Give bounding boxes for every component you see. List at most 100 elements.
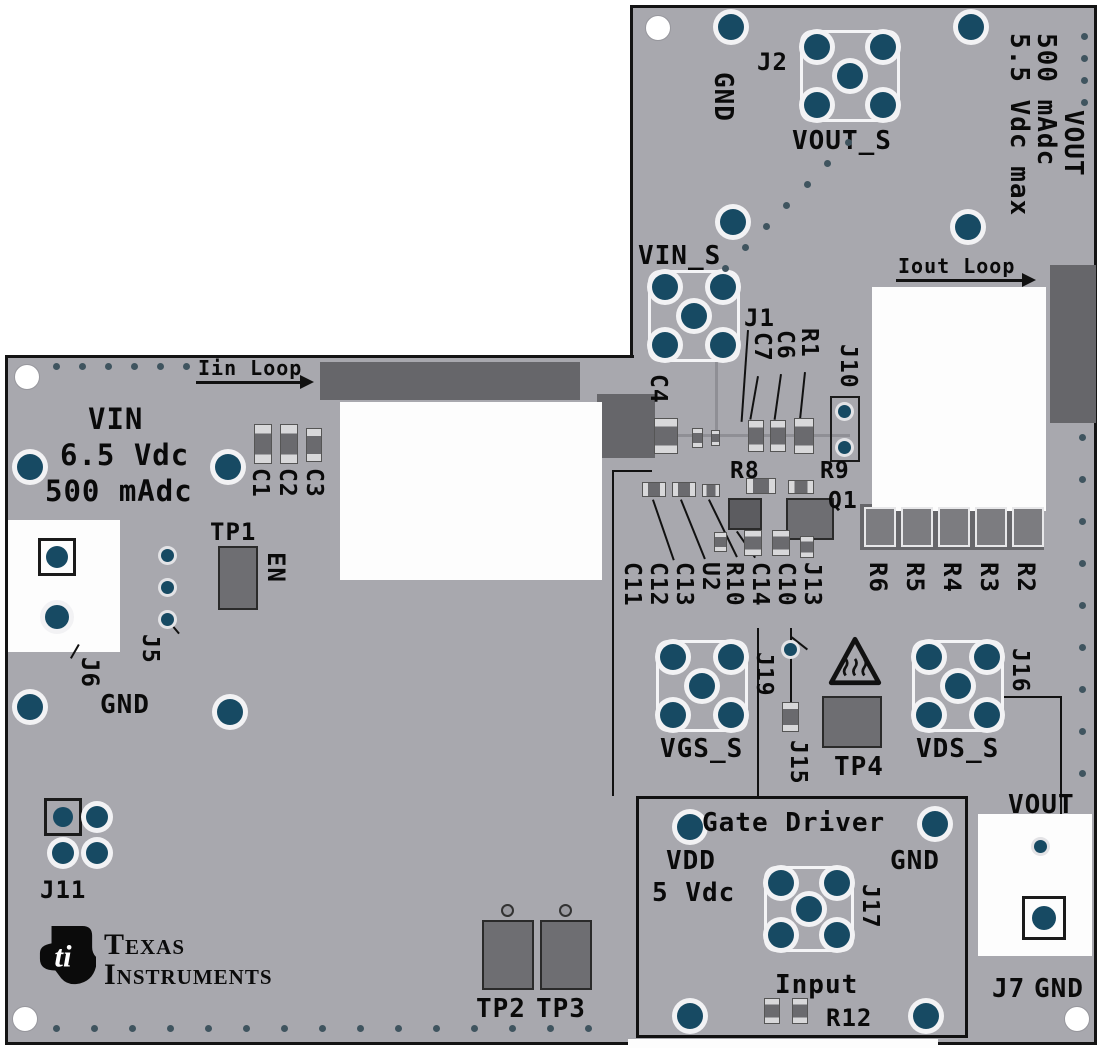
- via-dot: [1079, 434, 1086, 441]
- u2-component: [728, 498, 762, 530]
- mounting-hole: [14, 364, 40, 390]
- via-dot: [129, 1025, 136, 1032]
- connector-pad: [804, 34, 830, 60]
- mounting-hole: [1064, 1006, 1090, 1032]
- mounting-hole: [12, 1006, 38, 1032]
- via: [161, 549, 174, 562]
- label-tp3: TP3: [536, 994, 586, 1024]
- connector-pad: [652, 332, 678, 358]
- gate-driver-pad: [677, 1003, 703, 1029]
- j11-pad: [53, 807, 73, 827]
- silk-divider-horizontal: [612, 470, 652, 472]
- label-r2: R2: [1012, 562, 1040, 593]
- silk-divider-vertical-2: [757, 628, 759, 796]
- label-r12: R12: [826, 1004, 873, 1032]
- iout-loop-arrow: [1022, 273, 1036, 287]
- label-r6: R6: [864, 562, 892, 593]
- j6-pad: [45, 605, 69, 629]
- label-j17: J17: [857, 884, 883, 929]
- connector-pad: [718, 702, 744, 728]
- white-region-center: [340, 402, 602, 580]
- test-pad: [720, 209, 746, 235]
- label-j11: J11: [40, 876, 87, 904]
- via-dot: [53, 1025, 60, 1032]
- label-c4: C4: [645, 374, 671, 404]
- logo-instruments: Instruments: [104, 958, 273, 991]
- label-j7: J7: [992, 974, 1026, 1004]
- label-j7-gnd: GND: [1034, 974, 1084, 1004]
- label-en: EN: [262, 552, 290, 583]
- r3-resistor: [975, 507, 1007, 547]
- label-r9: R9: [820, 458, 850, 484]
- connector-pad: [916, 702, 942, 728]
- j7-pad-square: [1022, 896, 1066, 940]
- connector-pad: [974, 644, 1000, 670]
- r1-component: [794, 418, 814, 454]
- white-region-input-connector: [8, 520, 120, 652]
- label-tp1: TP1: [210, 518, 257, 546]
- small-component: [711, 430, 720, 446]
- silk-divider-vertical: [612, 470, 614, 796]
- connector-pad: [660, 702, 686, 728]
- vin-pad: [17, 454, 43, 480]
- c1-component: [254, 424, 272, 464]
- copper-block: [597, 394, 655, 458]
- via-dot: [824, 160, 831, 167]
- connector-pad: [824, 922, 850, 948]
- tp4-test-point: [822, 696, 882, 748]
- label-rating-madc: 500 mAdc: [1031, 33, 1061, 167]
- label-j1: J1: [744, 304, 775, 332]
- vds-s-connector-footprint: [912, 640, 1004, 732]
- via-dot: [1079, 602, 1086, 609]
- label-j5: J5: [137, 634, 163, 664]
- label-tp4: TP4: [834, 752, 884, 782]
- c14-component: [744, 530, 762, 556]
- via-dot: [183, 363, 190, 370]
- c11-component: [642, 482, 666, 497]
- mounting-hole: [645, 15, 671, 41]
- via-dot: [1079, 476, 1086, 483]
- c12-component: [672, 482, 696, 497]
- vout-via: [1034, 840, 1047, 853]
- label-vgs-s: VGS_S: [660, 734, 744, 764]
- connector-pad: [718, 644, 744, 670]
- j5-via: [161, 613, 174, 626]
- via-dot: [763, 223, 770, 230]
- label-c10: C10: [773, 562, 799, 607]
- label-c2: C2: [274, 468, 300, 498]
- gate-driver-pad: [922, 811, 948, 837]
- label-vout-bottom: VOUT: [1008, 790, 1075, 820]
- label-r1: R1: [796, 328, 822, 358]
- label-tp2: TP2: [476, 994, 526, 1024]
- vgs-s-connector-footprint: [656, 640, 748, 732]
- thermal-warning-icon: [826, 634, 884, 688]
- via-dot: [357, 1025, 364, 1032]
- via-dot: [105, 363, 112, 370]
- gnd-test-pad: [718, 14, 744, 40]
- label-c3: C3: [301, 468, 327, 498]
- test-pad: [955, 214, 981, 240]
- vout-trace-v: [1060, 696, 1062, 814]
- vin-s-trace: [715, 358, 718, 432]
- via-dot: [243, 1025, 250, 1032]
- label-u2: U2: [697, 562, 723, 592]
- iout-loop-underline: [896, 279, 1022, 282]
- via-dot: [53, 363, 60, 370]
- connector-pad: [945, 673, 971, 699]
- connector-pad: [837, 63, 863, 89]
- c13-component: [702, 484, 720, 497]
- label-input: Input: [775, 970, 859, 1000]
- via-dot: [1081, 77, 1088, 84]
- label-j10: J10: [835, 344, 861, 389]
- connector-pad: [974, 702, 1000, 728]
- label-j13: J13: [799, 562, 825, 607]
- label-q1: Q1: [828, 488, 858, 514]
- r12-component: [764, 998, 780, 1024]
- tp3-test-point: [540, 920, 592, 990]
- via-dot: [1081, 55, 1088, 62]
- via-dot: [1079, 686, 1086, 693]
- label-r8: R8: [730, 458, 760, 484]
- iin-loop-copper-bar: [320, 362, 580, 400]
- tp2-test-point: [482, 920, 534, 990]
- via-dot: [845, 139, 852, 146]
